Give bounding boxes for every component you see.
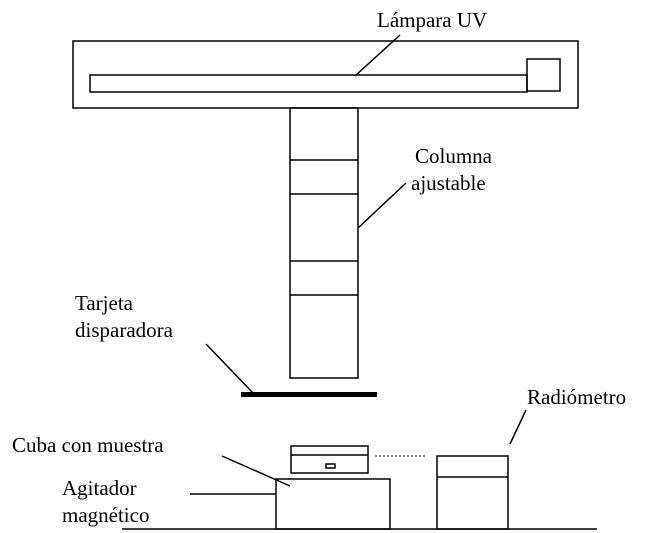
label-stirrer-line2: magnético bbox=[62, 503, 149, 527]
magnetic-stirrer bbox=[275, 478, 391, 530]
label-radiometer: Radiómetro bbox=[527, 385, 626, 409]
label-card-line2: disparadora bbox=[75, 318, 174, 342]
label-stirrer-line1: Agitador bbox=[62, 476, 137, 500]
label-card-line1: Tarjeta bbox=[75, 291, 134, 315]
column-label-leader bbox=[357, 182, 407, 229]
card-label-leader bbox=[205, 343, 255, 395]
radiometer bbox=[436, 455, 509, 530]
uv-lamp-end-cap bbox=[526, 58, 561, 92]
trigger-card bbox=[241, 392, 377, 397]
cuvette-label-leader bbox=[221, 455, 291, 487]
label-column-line2: ajustable bbox=[411, 171, 486, 195]
sample-cuvette bbox=[290, 445, 369, 474]
adjustable-column bbox=[289, 107, 359, 379]
stir-bar bbox=[325, 463, 336, 469]
label-column-line1: Columna bbox=[415, 144, 493, 168]
uv-lamp-tube bbox=[89, 74, 528, 93]
label-cuvette: Cuba con muestra bbox=[12, 433, 164, 457]
lamp-label-leader bbox=[354, 34, 401, 77]
label-uv-lamp: Lámpara UV bbox=[377, 8, 487, 32]
radiometer-label-leader bbox=[509, 409, 527, 445]
